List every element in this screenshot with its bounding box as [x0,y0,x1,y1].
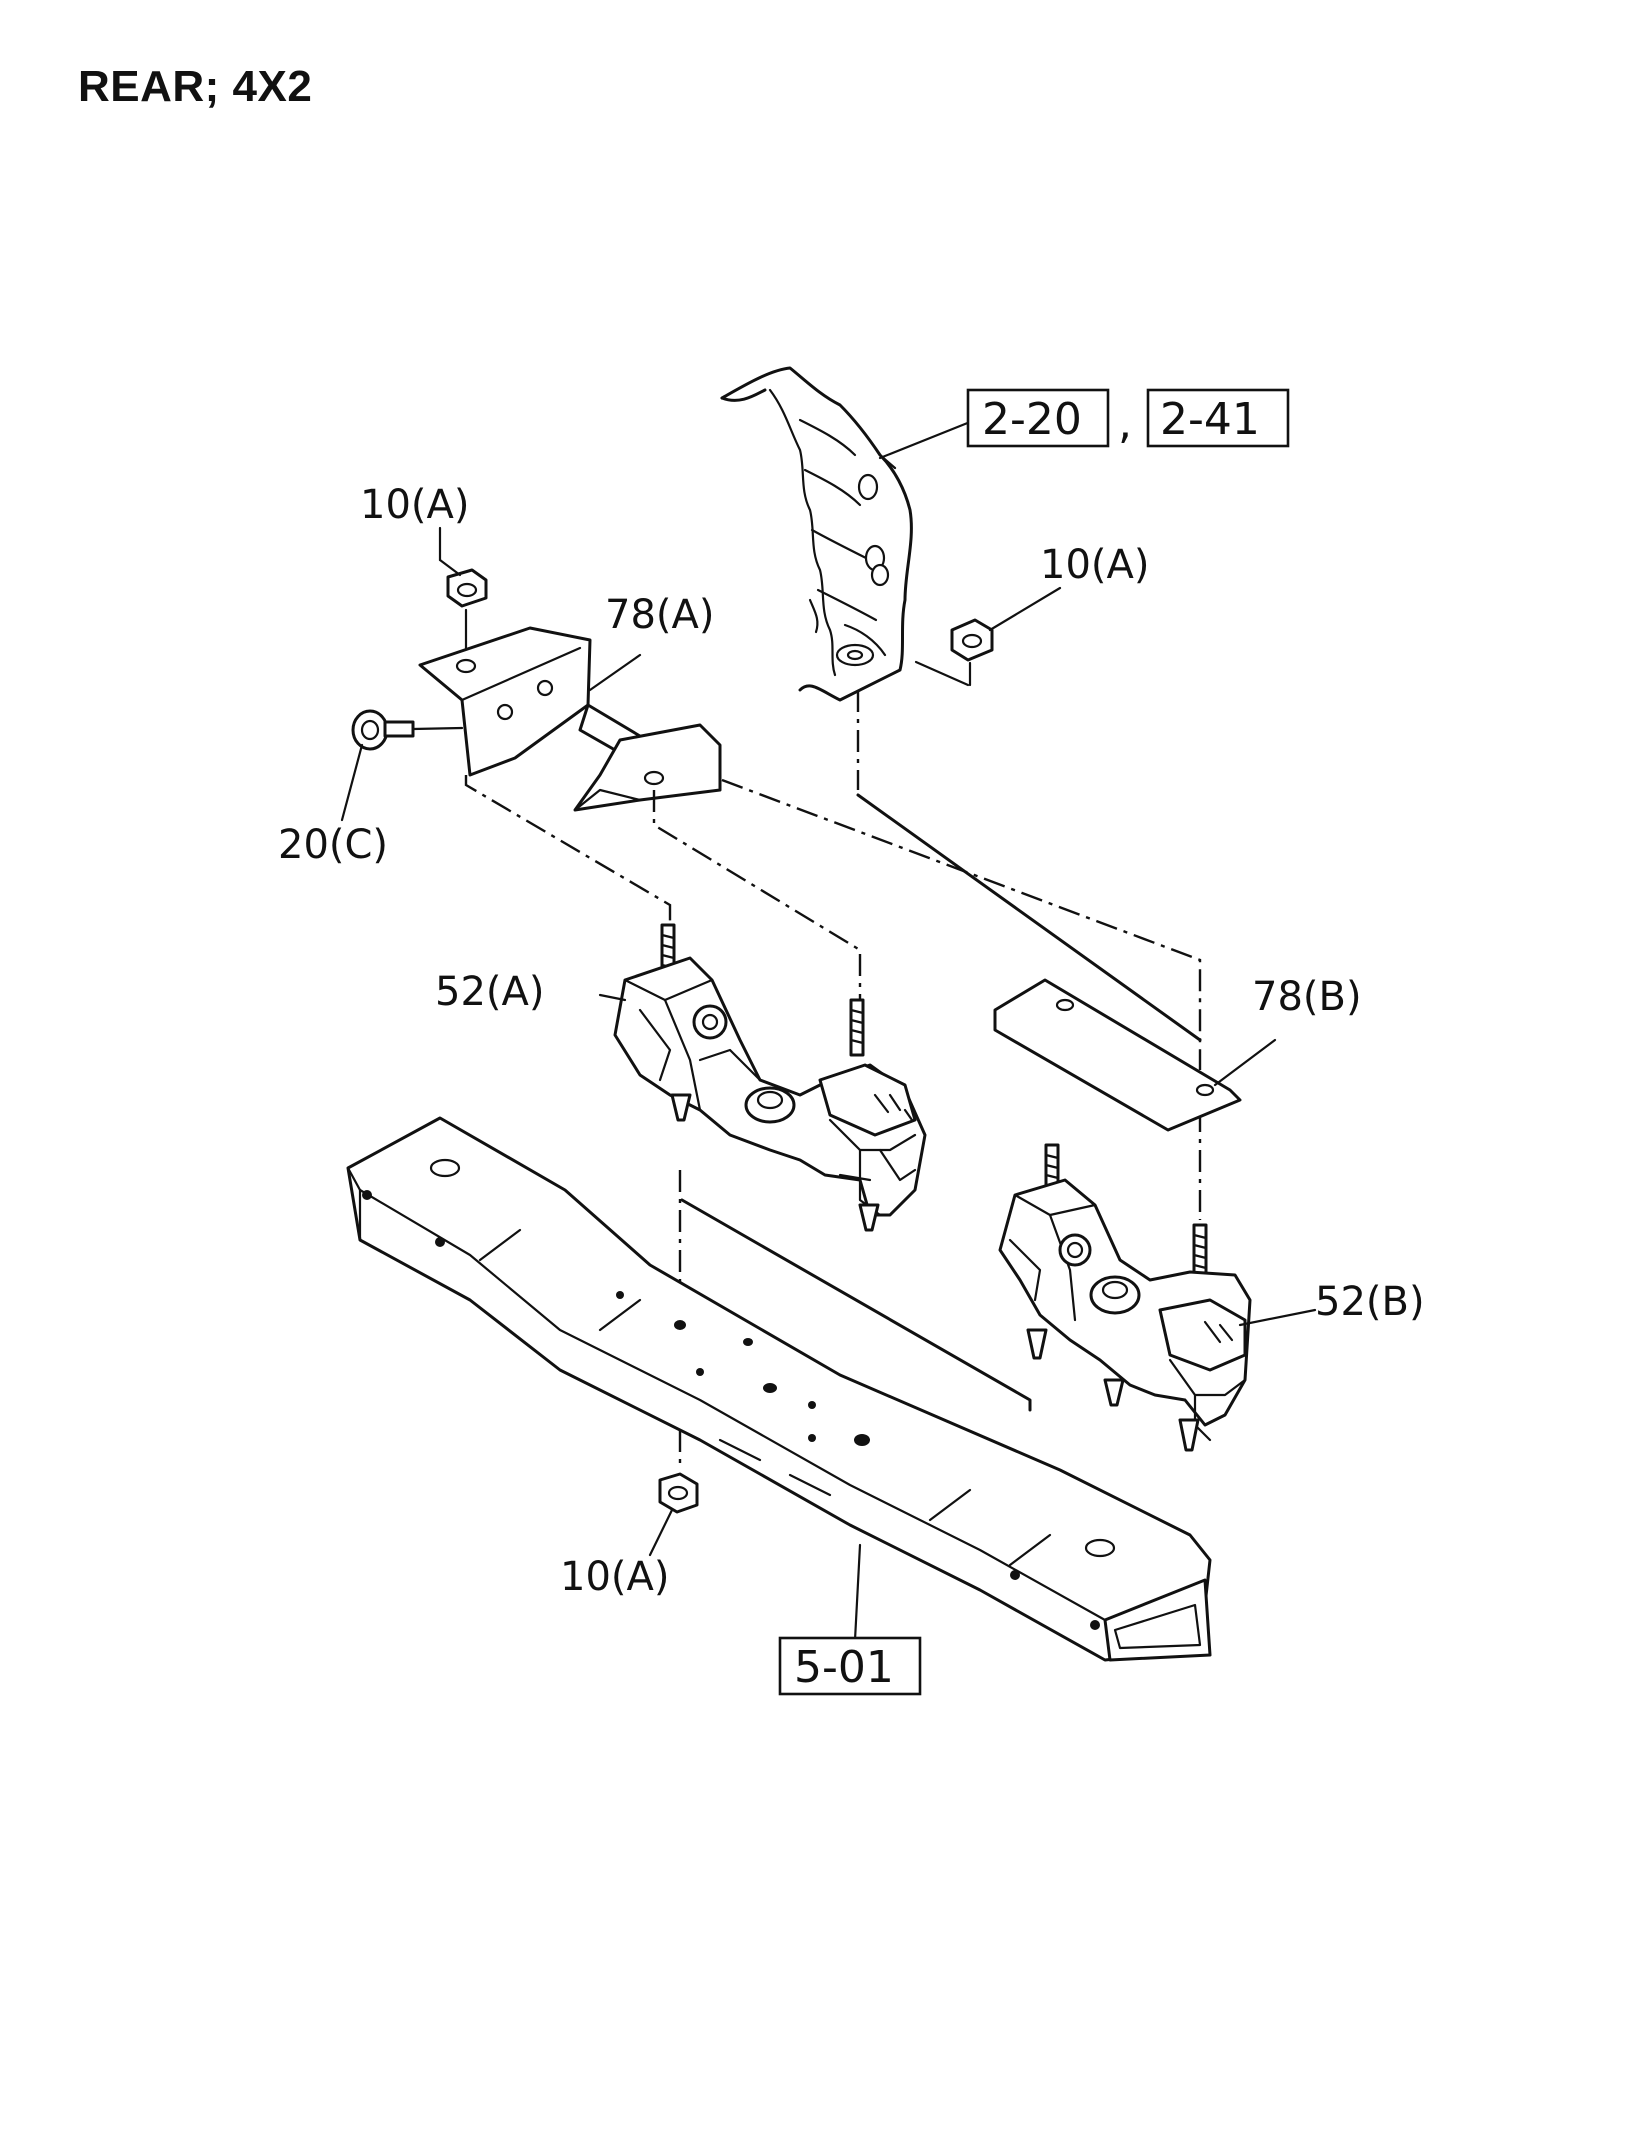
page-title: REAR; 4X2 [78,62,313,111]
reference-2-41[interactable]: 2-41 [1146,388,1290,448]
callout-10a-top-left: 10(A) [360,482,469,528]
callout-52a: 52(A) [435,969,544,1015]
reference-2-41-label: 2-41 [1160,394,1260,445]
engine-mount-52a [598,923,927,1232]
callout-78b: 78(B) [1252,974,1362,1020]
reference-2-20[interactable]: 2-20 [966,388,1110,448]
bracket-78b [993,978,1277,1132]
engine-mount-52b [998,1143,1317,1452]
reference-5-01-label: 5-01 [794,1642,894,1693]
reference-2-20-label: 2-20 [982,394,1082,445]
nut-10a-bottom [648,1472,699,1557]
nut-10a-top-left [438,526,488,662]
reference-5-01[interactable]: 5-01 [778,1636,922,1696]
callout-78a: 78(A) [605,592,714,638]
bracket-78a [418,626,722,812]
crossmember-5-01 [346,1116,1212,1662]
bolt-20c [340,709,464,822]
transmission-housing [720,366,977,702]
callout-52b: 52(B) [1315,1279,1425,1325]
callout-10a-right: 10(A) [1040,542,1149,588]
callout-20c: 20(C) [278,822,388,868]
nut-10a-right [914,586,1062,687]
reference-separator: , [1118,398,1132,449]
callout-10a-bottom: 10(A) [560,1554,669,1600]
